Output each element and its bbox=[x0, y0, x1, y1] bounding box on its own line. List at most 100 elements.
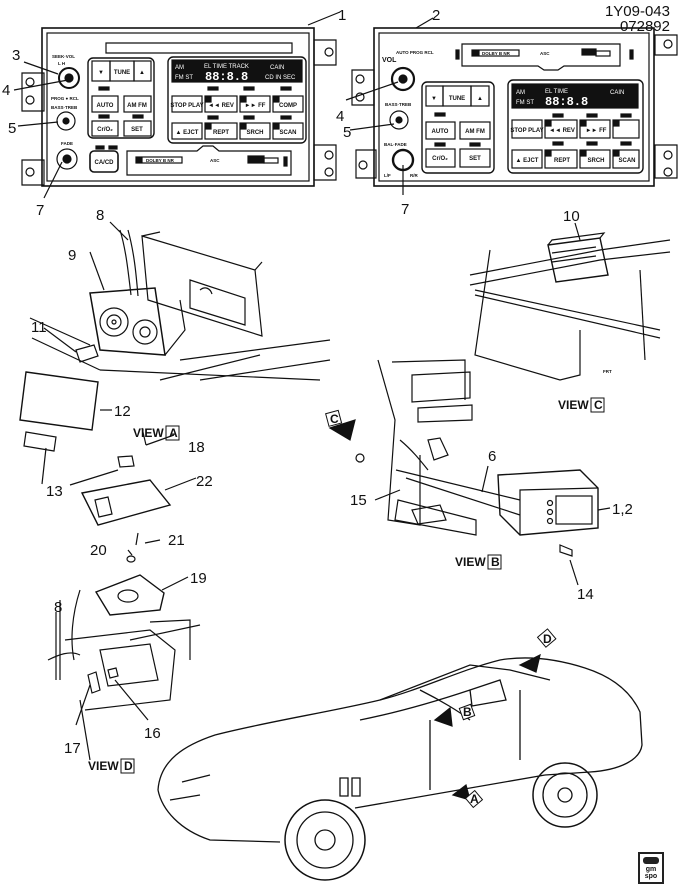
radio-display bbox=[171, 59, 303, 83]
svg-text:C: C bbox=[330, 412, 339, 426]
preset-2-ff-button[interactable] bbox=[239, 95, 271, 113]
auto-button[interactable] bbox=[91, 95, 119, 113]
stop-play-button[interactable] bbox=[171, 95, 203, 113]
am-fm-button[interactable] bbox=[123, 95, 152, 113]
callout-11: 11 bbox=[31, 319, 47, 336]
knob-label: L/F bbox=[384, 173, 391, 178]
view-c-label: VIEW C bbox=[558, 397, 605, 413]
svg-text:VIEW: VIEW bbox=[455, 555, 486, 569]
callout-1: 1 bbox=[338, 7, 346, 24]
callout-19: 19 bbox=[190, 570, 207, 587]
view-b-arrow-marker: B bbox=[458, 703, 476, 721]
btn-label: SCAN bbox=[279, 130, 296, 136]
callout-3: 3 bbox=[12, 47, 20, 64]
svg-text:B: B bbox=[463, 705, 472, 719]
display-text: FM ST bbox=[516, 100, 534, 106]
svg-text:VIEW: VIEW bbox=[133, 426, 164, 440]
btn-label: AUTO bbox=[432, 129, 449, 135]
radio-right[interactable] bbox=[351, 27, 678, 187]
am-fm-button[interactable] bbox=[459, 121, 491, 140]
gm-spo-logo: gm spo bbox=[638, 852, 664, 884]
btn-label: ◄◄ REV bbox=[549, 128, 575, 134]
tune-up-button[interactable] bbox=[470, 85, 490, 107]
eject-button[interactable] bbox=[511, 149, 543, 169]
callout-9: 9 bbox=[68, 247, 76, 264]
radio-unit-1-2 bbox=[497, 469, 599, 536]
btn-label: ▲ EJCT bbox=[516, 158, 539, 164]
btn-label: ►► FF bbox=[245, 103, 266, 109]
preset-4-rept-button[interactable] bbox=[544, 149, 578, 169]
callout-17: 17 bbox=[64, 740, 81, 757]
radio-left[interactable] bbox=[21, 27, 337, 187]
btn-label: Cr/O₂ bbox=[432, 156, 448, 162]
display-text: EL TIME TRACK bbox=[204, 64, 249, 70]
auto-button[interactable] bbox=[425, 121, 456, 140]
part-22-module bbox=[80, 479, 172, 526]
callout-7-right: 7 bbox=[401, 201, 409, 218]
ca-cd-button[interactable] bbox=[89, 150, 119, 173]
set-button[interactable] bbox=[459, 148, 491, 168]
btn-label: REPT bbox=[213, 130, 229, 136]
preset-2-ff-button[interactable] bbox=[579, 119, 611, 139]
callout-13: 13 bbox=[46, 483, 63, 500]
cro2-button[interactable] bbox=[425, 148, 456, 168]
display-digits: 88:8.8 bbox=[205, 70, 248, 84]
callout-12: 12 bbox=[114, 403, 131, 420]
volume-knob[interactable] bbox=[58, 67, 80, 89]
view-b-illustration bbox=[355, 359, 599, 557]
bass-treble-knob[interactable] bbox=[389, 110, 409, 130]
svg-text:B: B bbox=[491, 555, 500, 569]
btn-label: ▲ EJCT bbox=[176, 130, 199, 136]
knob-label: FADE bbox=[61, 141, 73, 146]
eject-button[interactable] bbox=[171, 122, 203, 140]
svg-text:VIEW: VIEW bbox=[88, 759, 119, 773]
display-text: AM bbox=[516, 90, 525, 96]
svg-text:C: C bbox=[594, 398, 603, 412]
preset-5-srch-button[interactable] bbox=[239, 122, 271, 140]
callout-14: 14 bbox=[577, 586, 594, 603]
callout-22: 22 bbox=[196, 473, 213, 490]
tape-label: ASC bbox=[210, 158, 220, 163]
set-button[interactable] bbox=[123, 120, 152, 137]
view-d-arrow-marker: D bbox=[536, 628, 557, 648]
volume-knob[interactable] bbox=[390, 66, 416, 92]
svg-text:A: A bbox=[169, 426, 178, 440]
display-digits: 88:8.8 bbox=[545, 95, 588, 109]
callout-2: 2 bbox=[432, 7, 440, 24]
callout-1-2: 1,2 bbox=[612, 501, 633, 518]
callout-10: 10 bbox=[563, 208, 580, 225]
car-illustration bbox=[157, 657, 643, 881]
cro2-button[interactable] bbox=[91, 120, 119, 137]
front-direction-marker: FRT bbox=[603, 369, 612, 374]
preset-3-comp-button[interactable] bbox=[272, 95, 304, 113]
callout-8-bottom: 8 bbox=[54, 599, 62, 616]
btn-label: ▲ bbox=[477, 96, 483, 102]
btn-label: STOP PLAY bbox=[510, 128, 543, 134]
preset-3-button[interactable] bbox=[612, 119, 640, 139]
logo-text: gm spo bbox=[644, 866, 658, 880]
svg-text:D: D bbox=[124, 759, 133, 773]
preset-5-srch-button[interactable] bbox=[579, 149, 611, 169]
fade-knob[interactable] bbox=[56, 148, 78, 170]
callout-21: 21 bbox=[168, 532, 185, 549]
tape-slot bbox=[461, 43, 621, 71]
tape-label: ASC bbox=[540, 51, 550, 56]
callout-20: 20 bbox=[90, 542, 107, 559]
bracket bbox=[21, 72, 45, 112]
knob-label: AUTO PROG RCL bbox=[396, 50, 434, 55]
knob-label: PROG ● RCL bbox=[51, 96, 79, 101]
view-c-illustration bbox=[469, 232, 671, 381]
svg-text:VIEW: VIEW bbox=[558, 398, 589, 412]
stop-play-button[interactable] bbox=[511, 119, 543, 139]
preset-6-scan-button[interactable] bbox=[272, 122, 304, 140]
preset-1-rev-button[interactable] bbox=[204, 95, 238, 113]
preset-4-rept-button[interactable] bbox=[204, 122, 238, 140]
tape-label: DOLBY B NR bbox=[146, 158, 175, 163]
preset-1-rev-button[interactable] bbox=[544, 119, 578, 139]
knob-label: BASS·TREB bbox=[385, 102, 412, 107]
display-text: EL TIME bbox=[545, 89, 568, 95]
tune-up-button[interactable] bbox=[133, 60, 152, 82]
bass-treble-knob[interactable] bbox=[56, 111, 76, 131]
preset-6-scan-button[interactable] bbox=[612, 149, 640, 169]
